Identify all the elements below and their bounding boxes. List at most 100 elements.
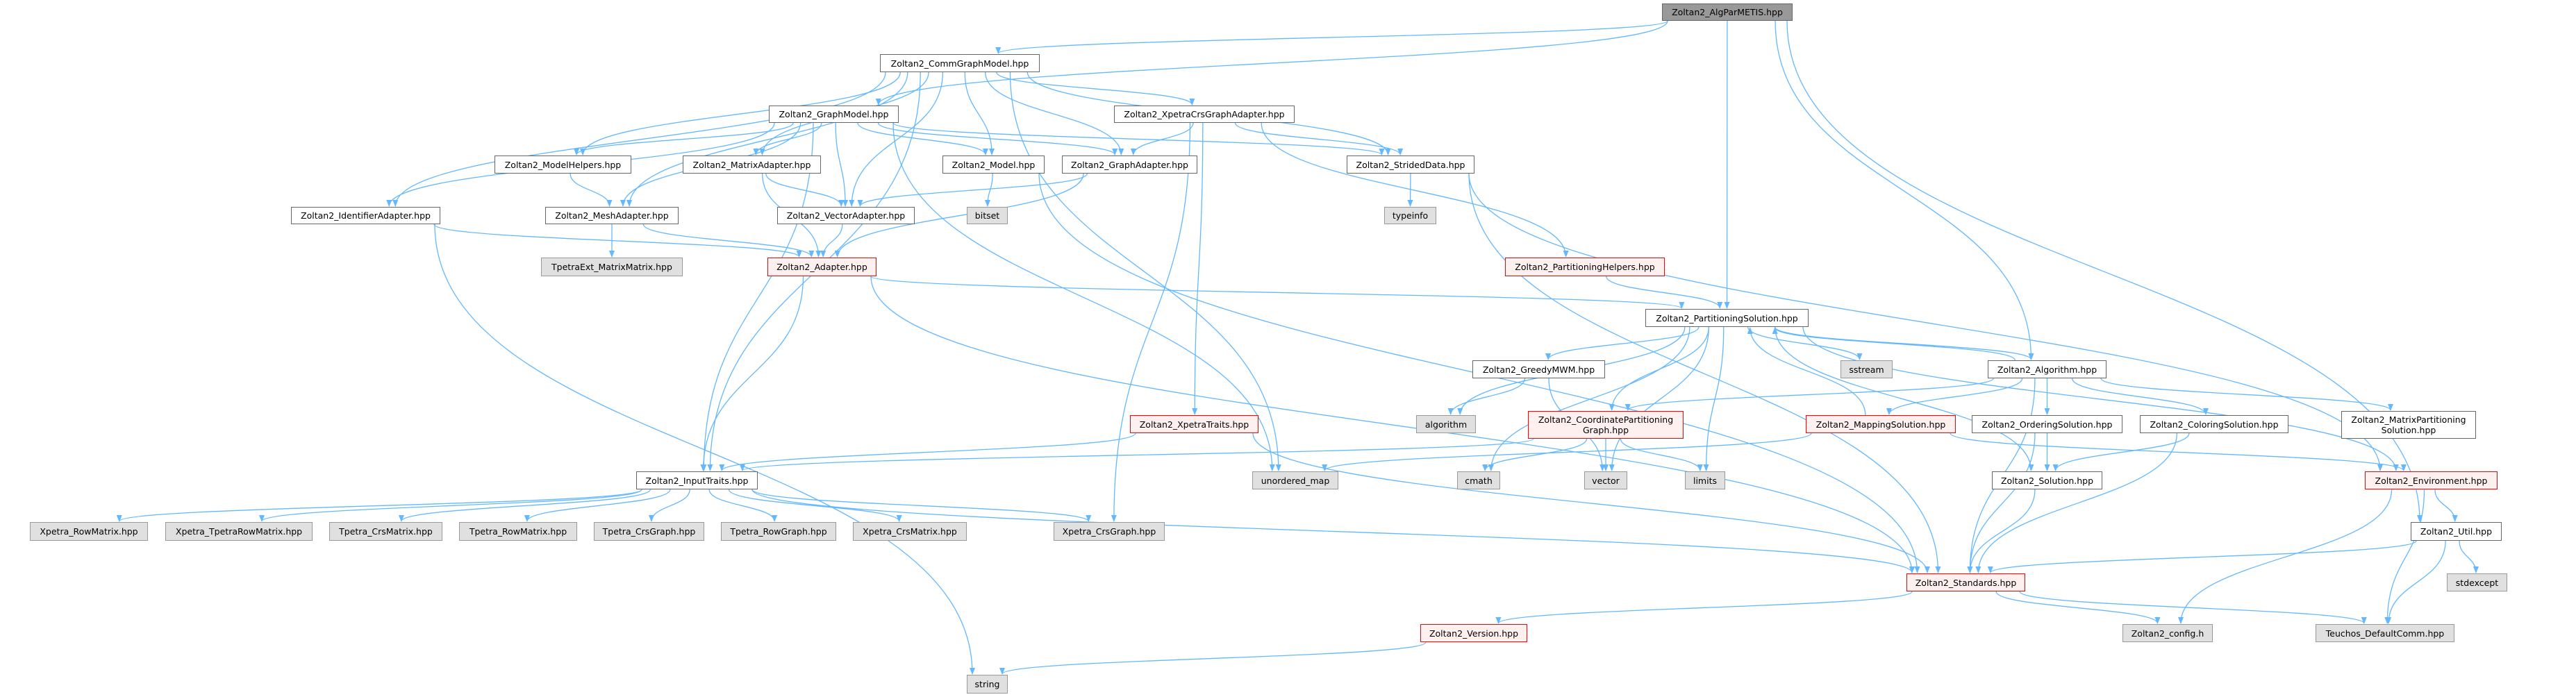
edge-inputtraits-to-xcrsgraph [751, 489, 1092, 522]
graph-node-strided[interactable]: Zoltan2_StridedData.hpp [1347, 156, 1474, 174]
edge-strided-to-standards [1468, 173, 1941, 573]
edge-comm-to-vectoradapter [849, 72, 944, 207]
graph-node-mesh[interactable]: Zoltan2_MeshAdapter.hpp [545, 207, 679, 224]
edge-graphmodel-to-graphadapter [877, 122, 1118, 156]
graph-node-string: string [967, 675, 1008, 694]
edge-vectoradapter-to-adapter [820, 224, 843, 258]
graph-node-matrixpart[interactable]: Zoltan2_MatrixPartitioning Solution.hpp [2341, 411, 2476, 439]
graph-node-xtpetrarow: Xpetra_TpetraRowMatrix.hpp [165, 522, 313, 541]
edge-comm-to-model [964, 72, 995, 156]
edge-comm-to-graphadapter [985, 72, 1124, 156]
graph-node-xcga[interactable]: Zoltan2_XpetraCrsGraphAdapter.hpp [1114, 106, 1295, 123]
graph-node-standards[interactable]: Zoltan2_Standards.hpp [1906, 573, 2025, 591]
edge-xtraits-to-standards [1252, 433, 1930, 573]
graph-node-umap: unordered_map [1252, 471, 1338, 489]
graph-node-stdalgorithm: algorithm [1416, 415, 1476, 433]
edge-environment-to-config [2178, 489, 2393, 624]
edge-inputtraits-to-tcrsgraph [648, 489, 690, 522]
graph-node-root: Zoltan2_AlgParMETIS.hpp [1662, 3, 1793, 21]
edge-inputtraits-to-xcrsmatrix [728, 489, 902, 522]
edge-partsol-to-solution [1775, 326, 2034, 471]
graph-node-cmath: cmath [1457, 471, 1500, 489]
edge-inputtraits-to-tcrsmatrix [399, 489, 651, 522]
edge-partsol-to-algo [1775, 326, 2034, 360]
edge-ordering-to-standards [1967, 433, 2036, 573]
edge-inputtraits-to-xrowmatrix [117, 489, 642, 522]
edge-inputtraits-to-xtpetrarow [259, 489, 642, 522]
edge-environment-to-util [2434, 489, 2458, 522]
graph-node-environment[interactable]: Zoltan2_Environment.hpp [2365, 471, 2498, 489]
graph-node-mapping[interactable]: Zoltan2_MappingSolution.hpp [1806, 415, 1956, 433]
edge-xcga-to-strided [1234, 122, 1404, 156]
graph-node-ordering[interactable]: Zoltan2_OrderingSolution.hpp [1972, 415, 2122, 433]
graph-node-trowmatrix: Tpetra_RowMatrix.hpp [459, 522, 577, 541]
edge-partsol-to-greedy [1545, 326, 1700, 360]
graph-node-config: Zoltan2_config.h [2122, 624, 2213, 642]
graph-node-version[interactable]: Zoltan2_Version.hpp [1420, 624, 1527, 642]
edge-graphmodel-to-inputtraits [701, 122, 814, 471]
edge-algo-to-mapping [1886, 378, 2023, 415]
graph-node-tcrsmatrix: Tpetra_CrsMatrix.hpp [329, 522, 442, 541]
edge-algo-to-partsol [1772, 327, 2016, 361]
edge-util-to-stdexcept [2459, 540, 2479, 573]
edge-xcga-to-graphadapter [1130, 122, 1194, 156]
graph-node-parthelpers[interactable]: Zoltan2_PartitioningHelpers.hpp [1505, 258, 1665, 276]
edge-inputtraits-to-trowmatrix [524, 489, 671, 522]
edge-model-to-bitset [984, 173, 993, 207]
edge-coordpg-to-inputtraits [740, 438, 1534, 471]
graph-node-graphadapter[interactable]: Zoltan2_GraphAdapter.hpp [1062, 156, 1197, 174]
edge-mapping-to-partsol [1747, 327, 1866, 416]
edge-inputtraits-to-trowgraph [708, 489, 778, 522]
edge-coloring-to-standards [1975, 433, 2178, 573]
edge-graphmodel-to-vectoradapter [835, 122, 849, 207]
edge-comm-to-mesh [626, 72, 908, 207]
edge-xcga-to-xtraits [1192, 122, 1204, 415]
edge-coordpg-to-cmath [1482, 438, 1588, 471]
edge-algo-to-matrixpart [2100, 378, 2393, 411]
graph-node-coloring[interactable]: Zoltan2_ColoringSolution.hpp [2140, 415, 2288, 433]
edge-adapter-to-standards [870, 276, 1915, 573]
graph-node-typeinfo: typeinfo [1384, 207, 1436, 224]
edge-standards-to-version [1495, 591, 1913, 624]
edge-graphmodel-to-model [857, 122, 988, 156]
edge-parthelpers-to-partsol [1606, 276, 1723, 309]
graph-node-limits: limits [1685, 471, 1725, 489]
edge-partsol-to-cmath [1488, 326, 1690, 471]
graph-node-identifier[interactable]: Zoltan2_IdentifierAdapter.hpp [291, 207, 440, 224]
edge-xtraits-to-inputtraits [719, 433, 1136, 471]
graph-node-graphmodel[interactable]: Zoltan2_GraphModel.hpp [769, 106, 899, 123]
graph-node-util[interactable]: Zoltan2_Util.hpp [2411, 522, 2502, 541]
graph-node-sstream: sstream [1840, 360, 1893, 378]
graph-node-matrixadapter[interactable]: Zoltan2_MatrixAdapter.hpp [683, 156, 821, 174]
graph-node-inputtraits[interactable]: Zoltan2_InputTraits.hpp [636, 471, 758, 489]
graph-node-partsol[interactable]: Zoltan2_PartitioningSolution.hpp [1645, 309, 1809, 327]
edge-xcga-to-parthelpers [1261, 122, 1569, 258]
graph-node-coordpg[interactable]: Zoltan2_CoordinatePartitioning Graph.hpp [1528, 411, 1684, 439]
edge-partsol-to-vector [1609, 326, 1709, 471]
graph-node-adapter[interactable]: Zoltan2_Adapter.hpp [767, 258, 876, 276]
edge-graphmodel-to-matrixadapter [753, 122, 822, 156]
edge-comm-to-umap [1009, 72, 1281, 471]
graph-node-xcrsmatrix: Xpetra_CrsMatrix.hpp [853, 522, 967, 541]
graph-node-xtraits[interactable]: Zoltan2_XpetraTraits.hpp [1130, 415, 1258, 433]
graph-node-greedy[interactable]: Zoltan2_GreedyMWM.hpp [1472, 360, 1605, 378]
edge-modelhelpers-to-mesh [570, 173, 613, 207]
edge-adapter-to-partsol [870, 276, 1684, 309]
edge-graphadapter-to-vectoradapter [857, 173, 1088, 207]
edge-graphadapter-to-adapter [834, 173, 1084, 258]
graph-node-vector: vector [1584, 471, 1627, 489]
graph-node-solution[interactable]: Zoltan2_Solution.hpp [1992, 471, 2102, 489]
graph-node-model[interactable]: Zoltan2_Model.hpp [942, 156, 1045, 174]
graph-node-modelhelpers[interactable]: Zoltan2_ModelHelpers.hpp [495, 156, 631, 174]
graph-node-stdexcept: stdexcept [2447, 573, 2507, 591]
graph-node-comm[interactable]: Zoltan2_CommGraphModel.hpp [880, 54, 1040, 72]
graph-node-tcrsgraph: Tpetra_CrsGraph.hpp [594, 522, 704, 541]
graph-node-algo[interactable]: Zoltan2_Algorithm.hpp [1988, 360, 2106, 378]
graph-node-vectoradapter[interactable]: Zoltan2_VectorAdapter.hpp [777, 207, 915, 224]
edge-inputtraits-to-standards [751, 489, 1915, 573]
edge-root-to-comm [995, 20, 1668, 54]
edge-standards-to-config [1995, 591, 2161, 624]
edge-graphmodel-to-modelhelpers [574, 122, 794, 156]
edge-util-to-teuchos [2386, 540, 2446, 624]
